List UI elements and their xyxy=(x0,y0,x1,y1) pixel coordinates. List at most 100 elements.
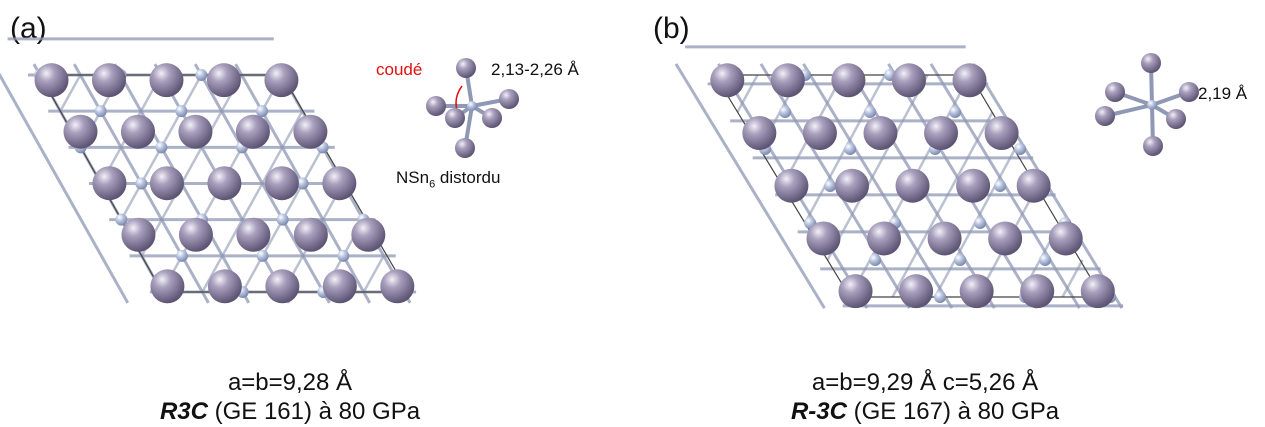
bond xyxy=(201,110,304,293)
n-atom xyxy=(994,180,1007,192)
n-atom xyxy=(296,177,309,190)
sn-atom xyxy=(92,166,127,201)
bond xyxy=(140,74,243,257)
crystal-structure-b xyxy=(674,45,1124,309)
panel-b: (b) 2,19 Å a xyxy=(635,0,1265,427)
n-atom xyxy=(115,213,128,226)
sn-atom xyxy=(149,63,184,98)
n-atom xyxy=(155,141,168,154)
sn-atom xyxy=(150,269,185,304)
n-atom xyxy=(1039,254,1052,266)
sn-atom xyxy=(322,166,357,201)
bond-label-coude: coudé xyxy=(376,60,423,79)
panel-b-label: (b) xyxy=(653,12,690,45)
n-atom xyxy=(195,69,208,81)
sn-atom xyxy=(265,269,300,304)
polyhedron-label: NSn6 distordu xyxy=(396,168,501,191)
sn-atom xyxy=(959,274,994,309)
sn-atom xyxy=(1048,221,1083,256)
sn-atom xyxy=(863,115,898,150)
space-group-caption-b: R-3C (GE 167) à 80 GPa xyxy=(790,398,1060,425)
crystal-structure-a xyxy=(0,37,417,304)
sn-atom xyxy=(236,217,271,252)
sn-atom xyxy=(91,63,126,98)
sn-atom xyxy=(499,89,519,109)
sn-atom xyxy=(380,269,415,304)
nsn6-polyhedron-a xyxy=(426,58,519,158)
sn-atom xyxy=(956,168,991,203)
lattice-caption-a: a=b=9,28 Å xyxy=(227,369,353,396)
n-atom xyxy=(175,105,188,118)
sn-atom xyxy=(482,108,502,128)
sn-atom xyxy=(988,221,1023,256)
n-atom xyxy=(1014,143,1027,155)
sn-atom xyxy=(1020,274,1055,309)
sn-atom xyxy=(235,114,270,149)
sn-atom xyxy=(207,166,242,201)
sn-atom xyxy=(895,168,930,203)
n-atom xyxy=(844,143,857,155)
sn-atom xyxy=(1105,82,1125,102)
n-atom xyxy=(256,249,269,262)
sn-atom xyxy=(206,63,241,98)
bond xyxy=(674,63,826,309)
n-atom xyxy=(779,106,792,118)
sn-atom xyxy=(63,114,98,149)
bond xyxy=(59,74,82,112)
sn-atom xyxy=(927,221,962,256)
bond xyxy=(1061,259,1084,298)
sn-atom xyxy=(891,63,926,98)
sn-atom xyxy=(34,63,69,98)
sn-atom xyxy=(445,108,465,128)
sn-atom xyxy=(952,63,987,98)
sn-atom xyxy=(899,274,934,309)
sn-atom xyxy=(426,96,446,116)
panel-a: (a) cou xyxy=(0,0,620,427)
sn-atom xyxy=(1080,274,1115,309)
sn-atom xyxy=(149,166,184,201)
sn-atom xyxy=(121,217,156,252)
n-atom xyxy=(864,106,877,118)
n-atom xyxy=(276,213,289,226)
sn-atom xyxy=(456,58,476,78)
sn-atom xyxy=(802,115,837,150)
n-atom xyxy=(824,180,837,192)
sn-atom xyxy=(264,166,299,201)
sn-atom xyxy=(867,221,902,256)
bond xyxy=(826,74,929,261)
sn-atom xyxy=(1166,109,1186,129)
sn-atom xyxy=(178,114,213,149)
n-atom xyxy=(176,249,188,262)
bond xyxy=(0,72,130,304)
sn-atom xyxy=(1179,82,1199,102)
polyhedron-b xyxy=(1095,53,1199,156)
distance-label-b: 2,19 Å xyxy=(1198,84,1248,103)
n-atom xyxy=(1147,100,1157,110)
n-atom xyxy=(954,254,967,266)
sn-atom xyxy=(924,115,959,150)
space-group-caption-a: R3C (GE 161) à 80 GPa xyxy=(159,398,421,425)
sn-atom xyxy=(1141,53,1161,73)
sn-atom xyxy=(806,221,841,256)
sn-atom xyxy=(1095,106,1115,126)
sn-atom xyxy=(455,138,475,158)
sn-atoms xyxy=(34,63,415,304)
sn-atom xyxy=(178,217,213,252)
bond xyxy=(362,255,385,293)
sn-atom xyxy=(322,269,357,304)
sn-atom xyxy=(838,274,873,309)
sn-atom xyxy=(742,115,777,150)
sn-atom xyxy=(264,63,299,98)
lattice-caption-b: a=b=9,29 Å c=5,26 Å xyxy=(811,369,1039,396)
sn-atom xyxy=(710,63,745,98)
sn-atom xyxy=(774,168,809,203)
n-atom xyxy=(135,177,148,190)
sn-atom xyxy=(770,63,805,98)
n-atom xyxy=(467,101,477,111)
n-atom xyxy=(949,106,962,118)
n-atom xyxy=(934,291,947,303)
n-atom xyxy=(869,254,882,266)
sn-atom xyxy=(207,269,242,304)
sn-atom xyxy=(1016,168,1051,203)
sn-atom xyxy=(351,217,386,252)
